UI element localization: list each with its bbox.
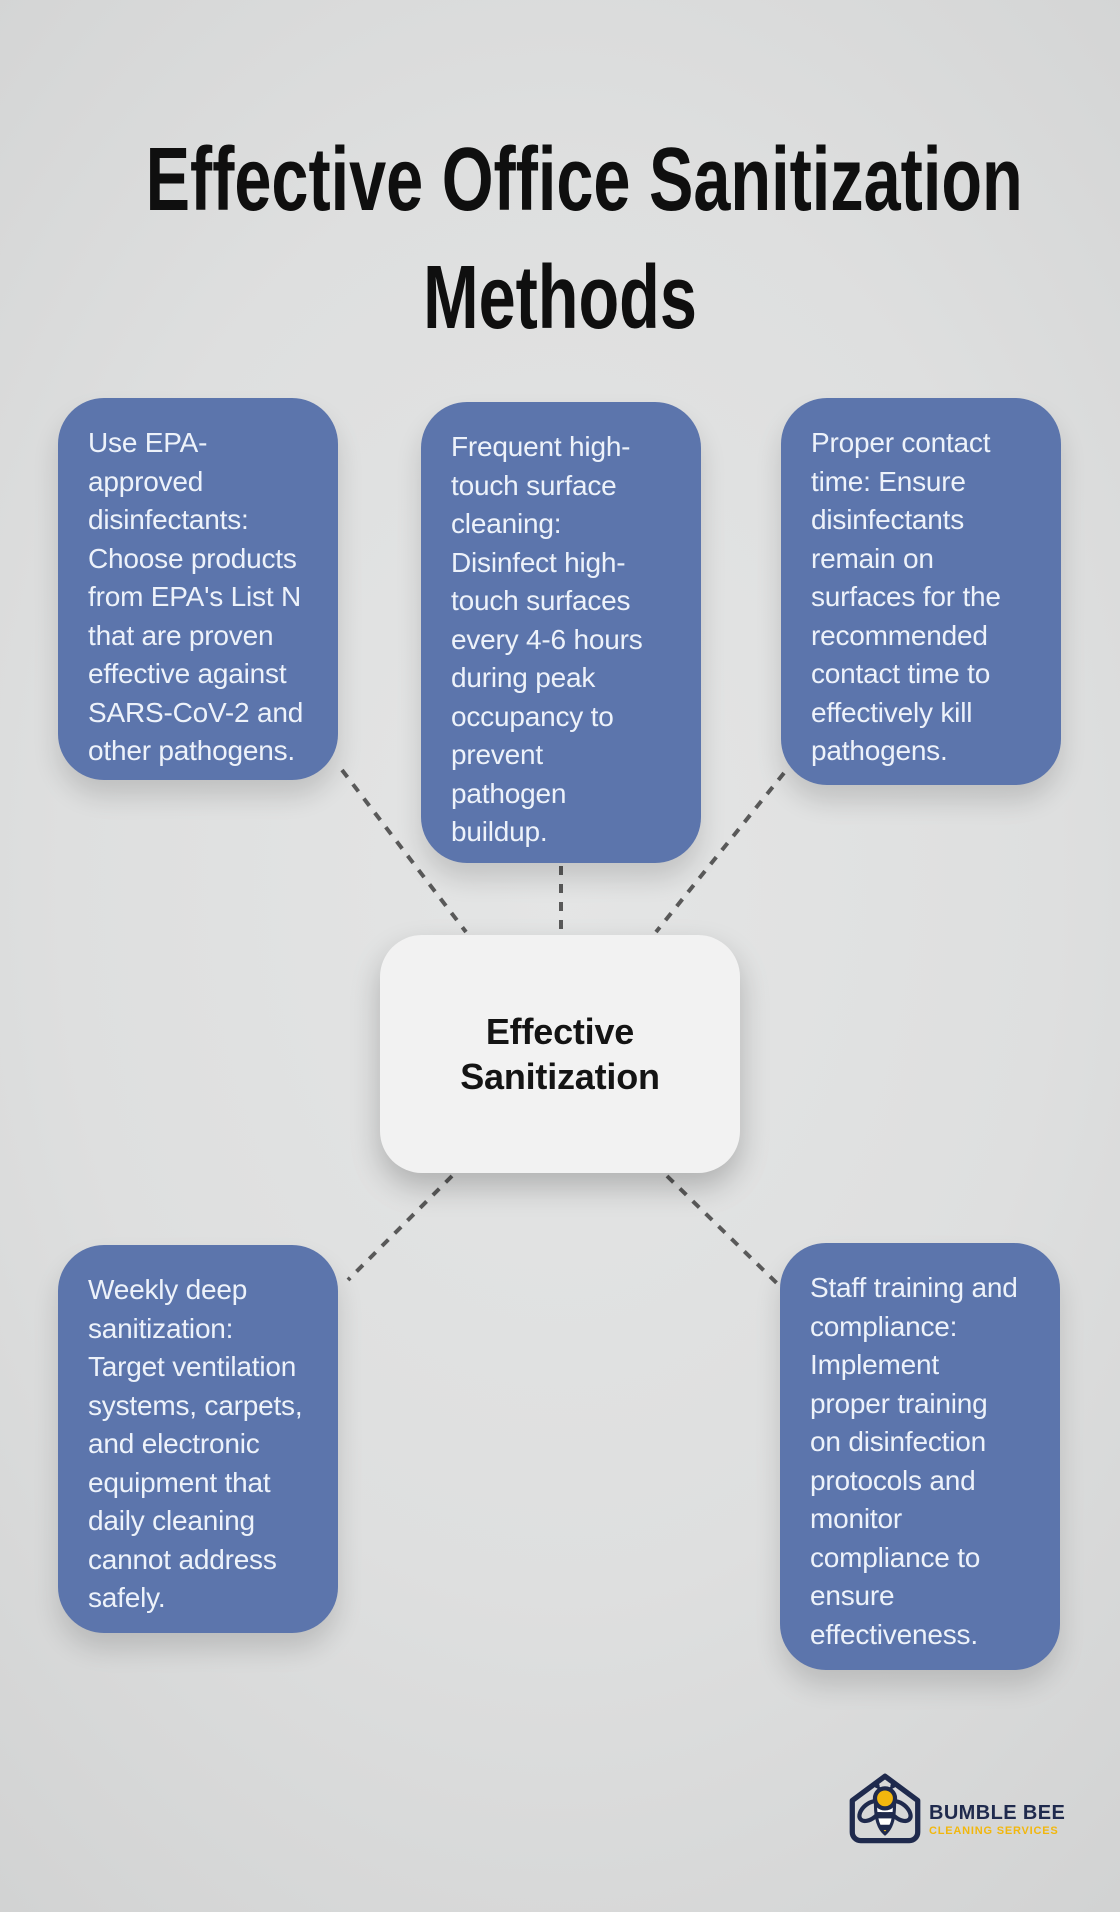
logo-company-name: BUMBLE BEE [929, 1801, 1066, 1824]
method-card-high-touch-cleaning: Frequent high- touch surface cleaning: D… [421, 402, 701, 863]
central-topic-label: Effective Sanitization [460, 1011, 660, 1097]
method-card-text: Staff training and compliance: Implement… [810, 1272, 1018, 1650]
method-card-epa-disinfectants: Use EPA- approved disinfectants: Choose … [58, 398, 338, 780]
central-topic-node: Effective Sanitization [380, 935, 740, 1173]
method-card-staff-training: Staff training and compliance: Implement… [780, 1243, 1060, 1670]
method-card-text: Frequent high- touch surface cleaning: D… [451, 431, 643, 847]
connector-line-bottom-right [665, 1174, 791, 1297]
connector-line-bottom-left [346, 1174, 454, 1282]
bumble-bee-logo: BUMBLE BEE CLEANING SERVICES [848, 1772, 1065, 1853]
method-card-contact-time: Proper contact time: Ensure disinfectant… [781, 398, 1061, 785]
method-card-text: Weekly deep sanitization: Target ventila… [88, 1274, 303, 1613]
logo-text-block: BUMBLE BEE CLEANING SERVICES [929, 1802, 1065, 1838]
page-title: Effective Office Sanitization Methods [145, 130, 1023, 348]
method-card-text: Use EPA- approved disinfectants: Choose … [88, 427, 304, 766]
method-card-weekly-deep-sanitization: Weekly deep sanitization: Target ventila… [58, 1245, 338, 1633]
bumble-bee-logo-icon [848, 1772, 922, 1853]
logo-tagline: CLEANING SERVICES [929, 1824, 1059, 1837]
method-card-text: Proper contact time: Ensure disinfectant… [811, 427, 1001, 766]
